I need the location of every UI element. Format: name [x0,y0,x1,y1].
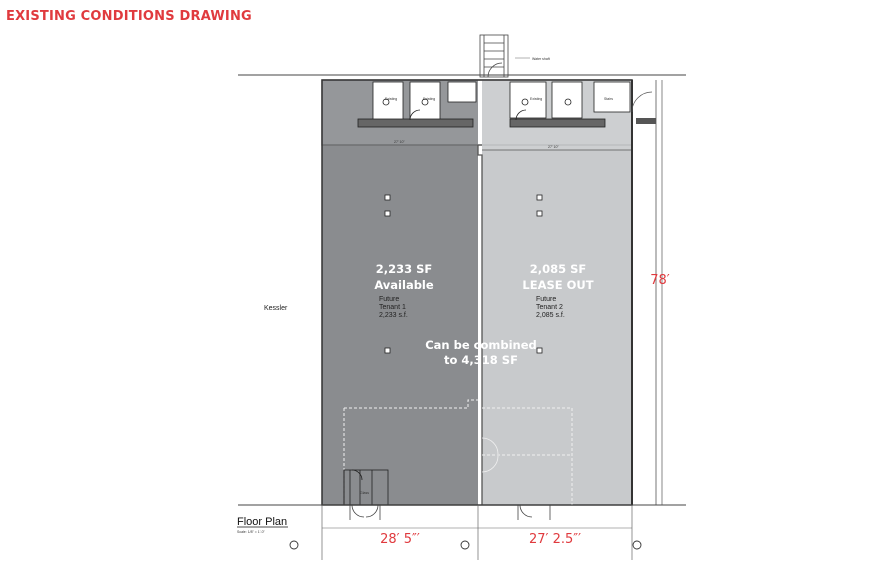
right-unit-status-label: LEASE OUT [522,278,593,292]
left-unit-sf: 2,233 s.f. [379,312,408,319]
svg-text:Glass: Glass [360,491,369,495]
combined-line-1: Can be combined [425,338,537,352]
right-unit-sf: 2,085 s.f. [536,312,565,319]
left-unit-status-label: Available [374,278,434,292]
floor-plan-title: Floor Plan [237,516,287,528]
exterior-stair [479,34,509,78]
svg-text:Existing: Existing [385,97,397,101]
neighbor-label: Kessler [264,305,288,312]
left-width-dimension: 28′ 5″′ [380,532,420,547]
right-width-dimension: 27′ 2.5″′ [529,532,581,547]
svg-text:Stairs: Stairs [604,97,613,101]
left-unit-area-label: 2,233 SF [376,262,433,276]
svg-text:27' 10": 27' 10" [394,140,405,144]
page-title: EXISTING CONDITIONS DRAWING [6,9,252,24]
right-unit-future: Future [536,296,556,303]
unit-left-area [322,145,478,505]
svg-text:27' 10": 27' 10" [548,145,559,149]
svg-text:Existing: Existing [423,97,435,101]
right-unit-area-label: 2,085 SF [530,262,587,276]
left-unit-tenant: Tenant 1 [379,304,406,311]
combined-line-2: to 4,318 SF [444,353,518,367]
floor-plan-scale: Scale: 1/8" = 1'-0" [237,530,266,534]
unit-right-area [482,150,632,505]
svg-text:Water shaft: Water shaft [532,57,550,61]
left-unit-future: Future [379,296,399,303]
right-unit-tenant: Tenant 2 [536,304,563,311]
svg-text:Existing: Existing [530,97,542,101]
depth-dimension: 78′ [650,273,670,288]
